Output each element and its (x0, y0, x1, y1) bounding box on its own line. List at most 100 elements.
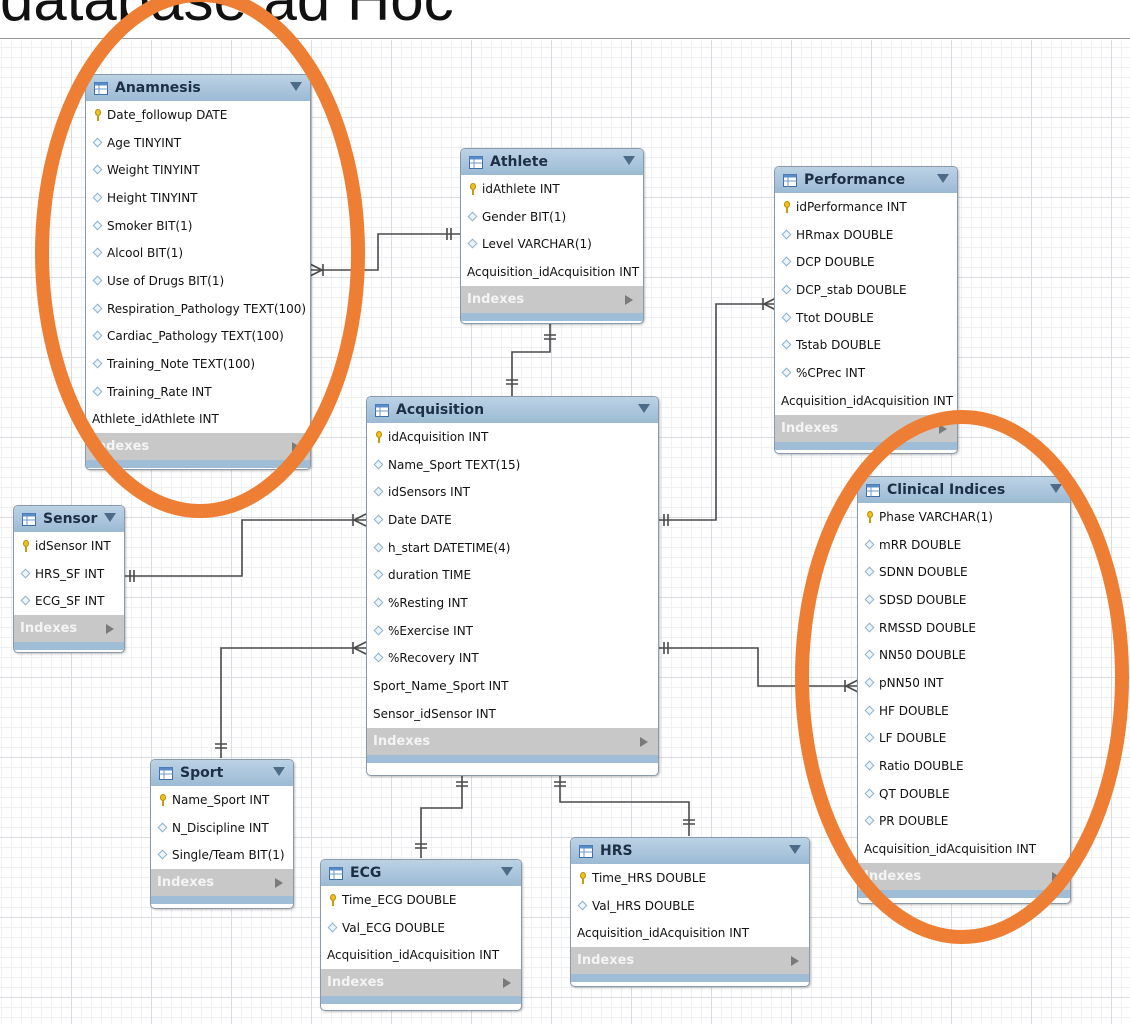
expand-arrow-icon[interactable] (789, 845, 801, 854)
indexes-section[interactable]: Indexes (86, 433, 310, 461)
table-athlete[interactable]: Athlete idAthlete INT Gender BIT(1) Leve… (460, 148, 644, 324)
expand-arrow-icon[interactable] (638, 404, 650, 413)
column-row[interactable]: N_Discipline INT (151, 814, 293, 842)
table-sport[interactable]: Sport Name_Sport INT N_Discipline INT Si… (150, 759, 294, 909)
expand-arrow-icon[interactable] (937, 174, 949, 183)
column-row[interactable]: HRmax DOUBLE (775, 221, 957, 249)
column-row[interactable]: Time_HRS DOUBLE (571, 864, 809, 892)
column-row[interactable]: Height TINYINT (86, 184, 310, 212)
column-row[interactable]: Gender BIT(1) (461, 203, 643, 231)
expand-arrow-icon[interactable] (791, 956, 799, 967)
table-header[interactable]: Sensor (14, 506, 124, 532)
column-row[interactable]: PR DOUBLE (858, 808, 1070, 836)
column-row[interactable]: Phase VARCHAR(1) (858, 503, 1070, 531)
indexes-section[interactable]: Indexes (367, 727, 658, 755)
column-row[interactable]: Level VARCHAR(1) (461, 230, 643, 258)
column-row[interactable]: ECG_SF INT (14, 587, 124, 615)
expand-arrow-icon[interactable] (623, 156, 635, 165)
table-header[interactable]: Anamnesis (86, 75, 310, 101)
column-row[interactable]: DCP DOUBLE (775, 248, 957, 276)
column-row[interactable]: Name_Sport TEXT(15) (367, 451, 658, 479)
expand-arrow-icon[interactable] (503, 978, 511, 989)
indexes-section[interactable]: Indexes (14, 615, 124, 643)
expand-arrow-icon[interactable] (292, 442, 300, 453)
column-row[interactable]: LF DOUBLE (858, 725, 1070, 753)
expand-arrow-icon[interactable] (1050, 484, 1062, 493)
table-ecg[interactable]: ECG Time_ECG DOUBLE Val_ECG DOUBLE Acqui… (320, 859, 522, 1011)
expand-arrow-icon[interactable] (104, 513, 116, 522)
table-hrs[interactable]: HRS Time_HRS DOUBLE Val_HRS DOUBLE Acqui… (570, 837, 810, 987)
column-row[interactable]: Respiration_Pathology TEXT(100) (86, 295, 310, 323)
column-row[interactable]: h_start DATETIME(4) (367, 534, 658, 562)
column-row[interactable]: RMSSD DOUBLE (858, 614, 1070, 642)
column-row[interactable]: Ttot DOUBLE (775, 304, 957, 332)
column-row[interactable]: Tstab DOUBLE (775, 331, 957, 359)
column-row[interactable]: Training_Rate INT (86, 378, 310, 406)
column-row[interactable]: Ratio DOUBLE (858, 752, 1070, 780)
table-header[interactable]: Sport (151, 760, 293, 786)
column-row[interactable]: Acquisition_idAcquisition INT (775, 387, 957, 415)
table-sensor[interactable]: Sensor idSensor INT HRS_SF INT ECG_SF IN… (13, 505, 125, 653)
column-row[interactable]: idAcquisition INT (367, 423, 658, 451)
column-row[interactable]: Val_ECG DOUBLE (321, 914, 521, 942)
column-row[interactable]: Cardiac_Pathology TEXT(100) (86, 323, 310, 351)
indexes-section[interactable]: Indexes (321, 969, 521, 997)
column-row[interactable]: Weight TINYINT (86, 156, 310, 184)
column-row[interactable]: idPerformance INT (775, 193, 957, 221)
column-row[interactable]: Acquisition_idAcquisition INT (461, 258, 643, 286)
expand-arrow-icon[interactable] (275, 878, 283, 889)
expand-arrow-icon[interactable] (625, 294, 633, 305)
column-row[interactable]: QT DOUBLE (858, 780, 1070, 808)
column-row[interactable]: pNN50 INT (858, 669, 1070, 697)
column-row[interactable]: duration TIME (367, 561, 658, 589)
expand-arrow-icon[interactable] (106, 624, 114, 635)
column-row[interactable]: idSensors INT (367, 478, 658, 506)
indexes-section[interactable]: Indexes (461, 285, 643, 313)
column-row[interactable]: HF DOUBLE (858, 697, 1070, 725)
column-row[interactable]: Single/Team BIT(1) (151, 841, 293, 869)
column-row[interactable]: idSensor INT (14, 532, 124, 560)
column-row[interactable]: Acquisition_idAcquisition INT (321, 941, 521, 969)
column-row[interactable]: %CPrec INT (775, 359, 957, 387)
column-row[interactable]: Name_Sport INT (151, 786, 293, 814)
column-row[interactable]: Sport_Name_Sport INT (367, 672, 658, 700)
column-row[interactable]: %Recovery INT (367, 645, 658, 673)
expand-arrow-icon[interactable] (501, 867, 513, 876)
column-row[interactable]: Athlete_idAthlete INT (86, 406, 310, 434)
column-row[interactable]: Use of Drugs BIT(1) (86, 267, 310, 295)
column-row[interactable]: SDNN DOUBLE (858, 558, 1070, 586)
column-row[interactable]: Acquisition_idAcquisition INT (571, 919, 809, 947)
table-header[interactable]: Performance (775, 167, 957, 193)
table-header[interactable]: Acquisition (367, 397, 658, 423)
column-row[interactable]: NN50 DOUBLE (858, 641, 1070, 669)
expand-arrow-icon[interactable] (640, 736, 648, 747)
indexes-section[interactable]: Indexes (775, 414, 957, 442)
column-row[interactable]: SDSD DOUBLE (858, 586, 1070, 614)
table-performance[interactable]: Performance idPerformance INT HRmax DOUB… (774, 166, 958, 454)
column-row[interactable]: DCP_stab DOUBLE (775, 276, 957, 304)
column-row[interactable]: Sensor_idSensor INT (367, 700, 658, 728)
expand-arrow-icon[interactable] (939, 423, 947, 434)
table-header[interactable]: ECG (321, 860, 521, 886)
column-row[interactable]: HRS_SF INT (14, 560, 124, 588)
table-anamnesis[interactable]: Anamnesis Date_followup DATE Age TINYINT… (85, 74, 311, 470)
column-row[interactable]: Date DATE (367, 506, 658, 534)
table-header[interactable]: HRS (571, 838, 809, 864)
table-acquisition[interactable]: Acquisition idAcquisition INT Name_Sport… (366, 396, 659, 776)
indexes-section[interactable]: Indexes (858, 862, 1070, 890)
table-header[interactable]: Clinical Indices (858, 477, 1070, 503)
column-row[interactable]: mRR DOUBLE (858, 531, 1070, 559)
expand-arrow-icon[interactable] (1052, 871, 1060, 882)
table-header[interactable]: Athlete (461, 149, 643, 175)
column-row[interactable]: Age TINYINT (86, 129, 310, 157)
column-row[interactable]: idAthlete INT (461, 175, 643, 203)
column-row[interactable]: %Resting INT (367, 589, 658, 617)
indexes-section[interactable]: Indexes (571, 947, 809, 975)
column-row[interactable]: Time_ECG DOUBLE (321, 886, 521, 914)
column-row[interactable]: Acquisition_idAcquisition INT (858, 835, 1070, 863)
column-row[interactable]: Training_Note TEXT(100) (86, 350, 310, 378)
column-row[interactable]: Val_HRS DOUBLE (571, 892, 809, 920)
expand-arrow-icon[interactable] (290, 82, 302, 91)
indexes-section[interactable]: Indexes (151, 869, 293, 897)
table-clinical-indices[interactable]: Clinical Indices Phase VARCHAR(1) mRR DO… (857, 476, 1071, 904)
